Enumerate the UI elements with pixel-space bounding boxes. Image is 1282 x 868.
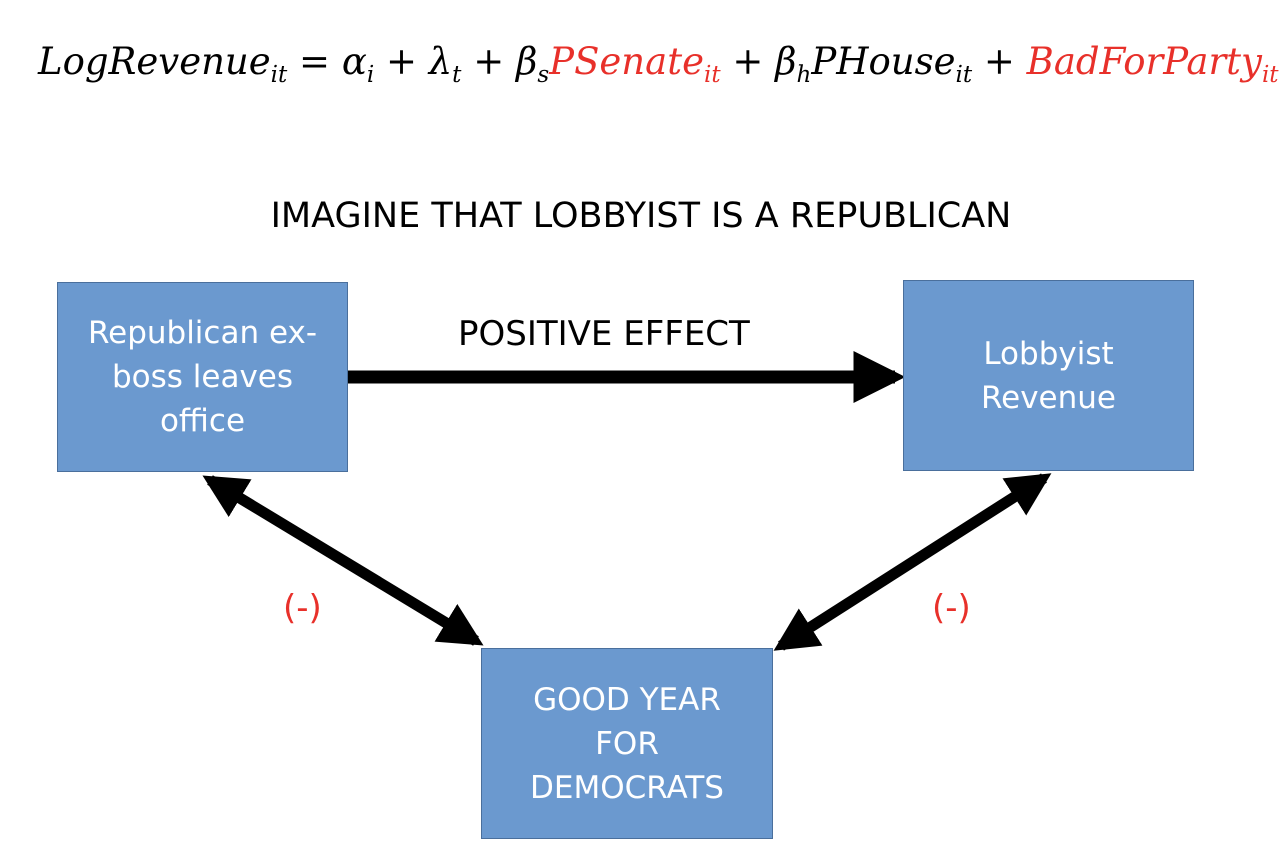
- eq-phouse: PHouseit: [811, 40, 973, 88]
- node-republican-ex-boss: Republican ex- boss leaves office: [57, 282, 348, 472]
- regression-equation: LogRevenueit = αi + λt + βsPSenateit + β…: [38, 30, 1279, 94]
- eq-plus-2: +: [473, 40, 505, 83]
- eq-equals: =: [299, 40, 331, 83]
- eq-beta-s: βs: [515, 40, 550, 88]
- node-boss-line: office: [159, 403, 246, 439]
- label-negative-right: (-): [932, 588, 971, 628]
- eq-plus-3: +: [732, 40, 764, 83]
- label-positive-effect: POSITIVE EFFECT: [458, 314, 750, 354]
- node-revenue-line: Lobbyist: [983, 335, 1114, 372]
- node-boss-line: boss leaves: [111, 359, 294, 395]
- arrow-revenue-goodyear: [773, 473, 1052, 651]
- eq-psenate: PSenateit: [549, 40, 721, 88]
- label-negative-left: (-): [283, 588, 322, 628]
- arrow-boss-goodyear: [202, 475, 484, 646]
- node-revenue-line: Revenue: [980, 379, 1116, 416]
- eq-alpha: αi: [341, 40, 375, 88]
- node-good-year-for-democrats: GOOD YEAR FOR DEMOCRATS: [481, 648, 773, 839]
- node-revenue-text: Lobbyist Revenue: [981, 332, 1116, 420]
- eq-badforparty: BadForPartyit: [1026, 40, 1279, 88]
- node-boss-line: Republican ex-: [87, 315, 318, 351]
- node-good-year-line: GOOD YEAR: [533, 681, 721, 718]
- node-boss-text: Republican ex- boss leaves office: [88, 311, 317, 443]
- node-good-year-text: GOOD YEAR FOR DEMOCRATS: [530, 678, 724, 810]
- eq-lambda: λt: [428, 40, 462, 88]
- eq-plus-4: +: [983, 40, 1015, 83]
- node-lobbyist-revenue: Lobbyist Revenue: [903, 280, 1194, 471]
- eq-plus-1: +: [385, 40, 417, 83]
- diagram-heading: IMAGINE THAT LOBBYIST IS A REPUBLICAN: [270, 196, 1012, 236]
- eq-lhs: LogRevenueit: [38, 40, 288, 88]
- node-good-year-line: DEMOCRATS: [530, 769, 724, 806]
- node-good-year-line: FOR: [595, 725, 659, 762]
- eq-beta-h: βh: [775, 40, 812, 88]
